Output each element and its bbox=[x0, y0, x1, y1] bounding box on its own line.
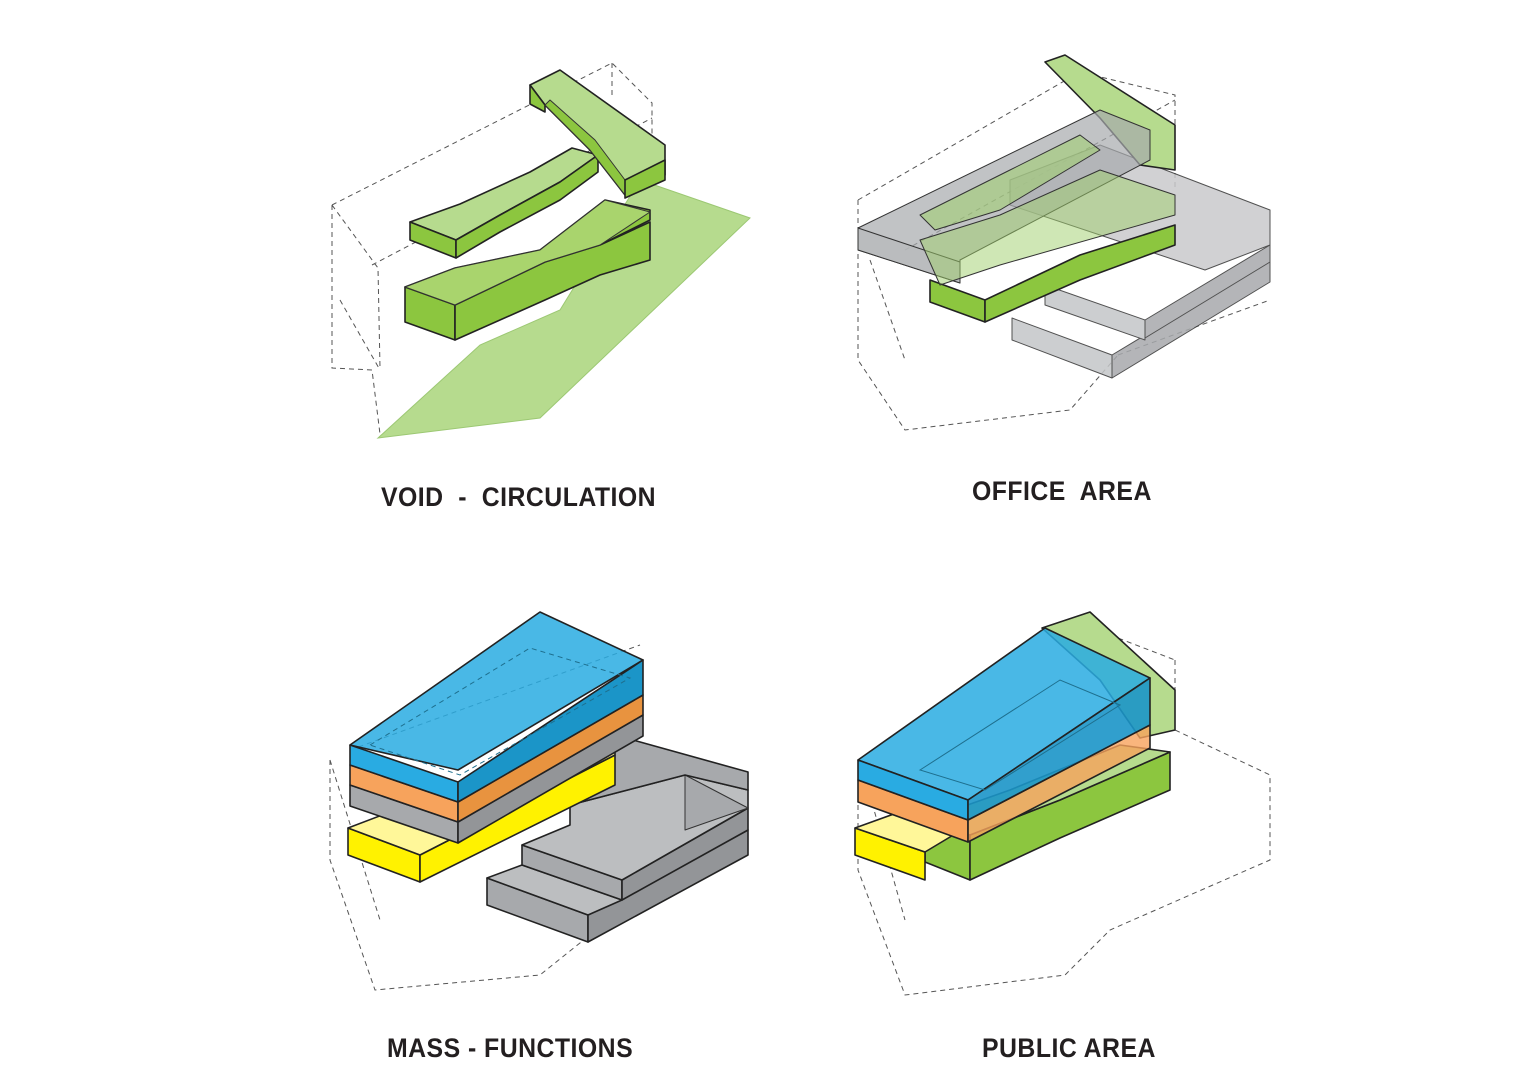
office-area-drawing bbox=[857, 54, 1271, 431]
caption-void-circulation: VOID - CIRCULATION bbox=[381, 482, 657, 512]
void-circulation-drawing bbox=[331, 62, 751, 439]
orange-level bbox=[349, 694, 644, 823]
upper-ramp bbox=[409, 69, 666, 259]
caption-public-area: PUBLIC AREA bbox=[982, 1033, 1156, 1063]
mass-functions-drawing bbox=[329, 611, 749, 991]
caption-office-area: OFFICE AREA bbox=[972, 476, 1152, 506]
blue-roof-block bbox=[349, 611, 644, 803]
public-blue-roof bbox=[857, 627, 1151, 821]
site-outline-dashed bbox=[331, 62, 653, 435]
lower-ramp bbox=[404, 199, 651, 341]
office-slab bbox=[857, 109, 1176, 286]
public-area-drawing bbox=[854, 611, 1271, 996]
caption-mass-functions: MASS - FUNCTIONS bbox=[387, 1033, 634, 1063]
site-outline-dashed bbox=[857, 634, 1271, 996]
